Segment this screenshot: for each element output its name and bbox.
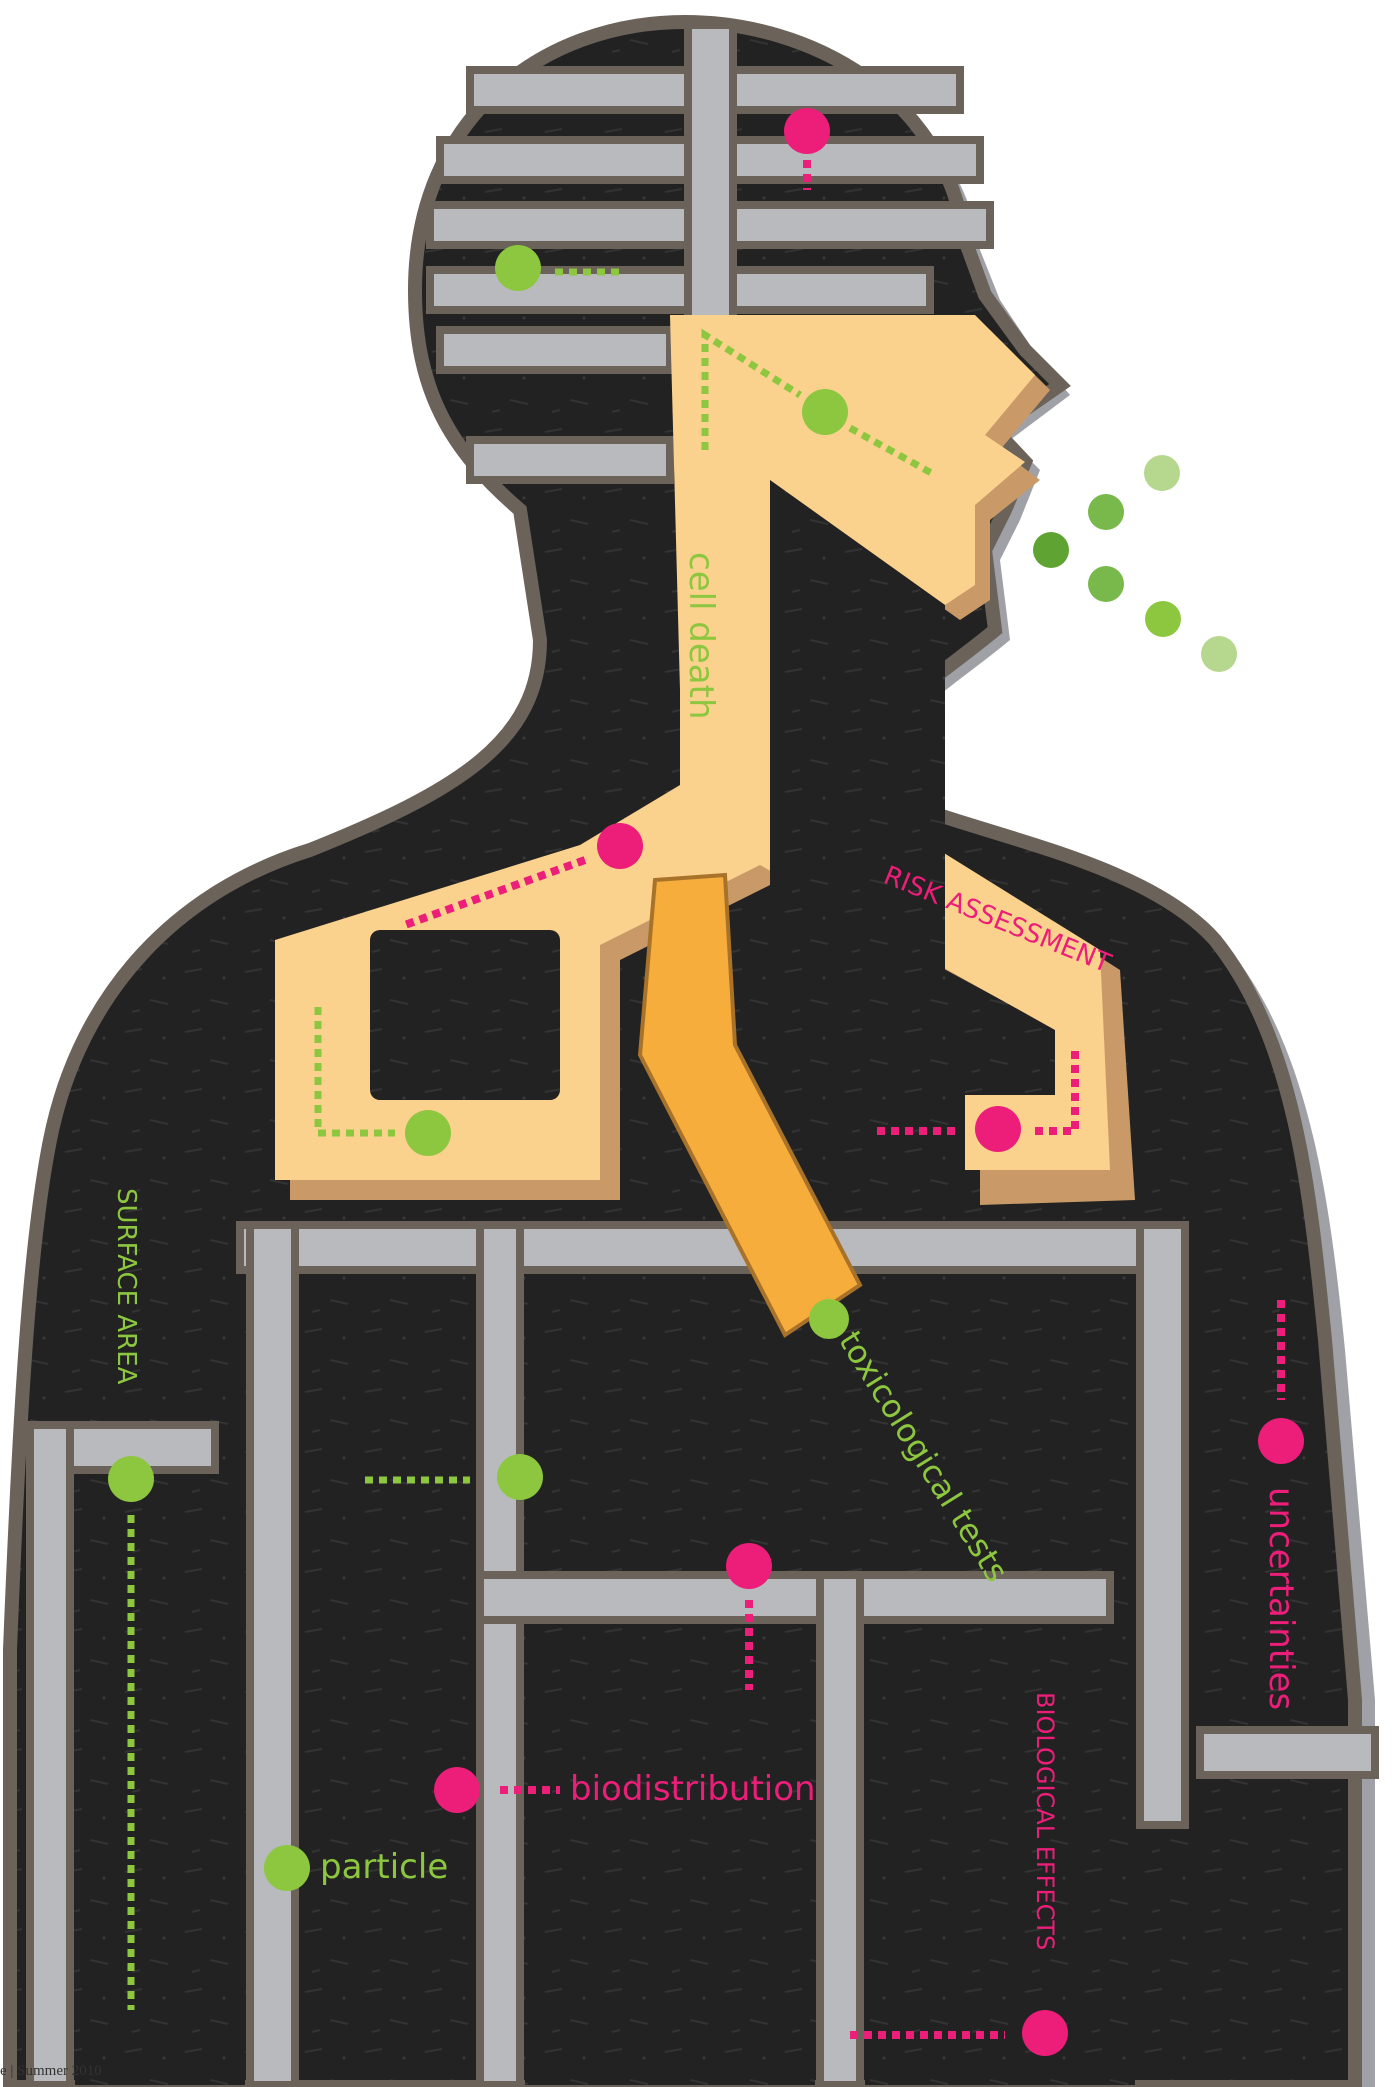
magenta-markers	[434, 108, 1304, 2056]
green-markers	[108, 245, 849, 1891]
breath-droplets	[1033, 455, 1237, 672]
airway-neck-hole	[770, 480, 945, 1000]
label-surface-area: SURFACE AREA	[111, 1188, 141, 1385]
label-biodistribution: biodistribution	[570, 1769, 816, 1809]
label-uncertainties: uncertainties	[1261, 1487, 1301, 1710]
green-dotted-lines	[127, 268, 937, 2010]
label-biological-effects: BIOLOGICAL EFFECTS	[1031, 1692, 1059, 1950]
head-frame	[426, 21, 994, 484]
label-particle: particle	[320, 1847, 448, 1887]
torso-inner-panels	[75, 1275, 1135, 2085]
trachea	[637, 872, 863, 1338]
page-footer: e | Summer 2010	[0, 2063, 102, 2079]
magenta-dotted-lines	[403, 160, 1285, 2039]
torso-frame	[26, 1221, 1379, 2087]
airway-left-hole	[370, 930, 560, 1100]
label-cell-death: cell death	[681, 552, 721, 720]
